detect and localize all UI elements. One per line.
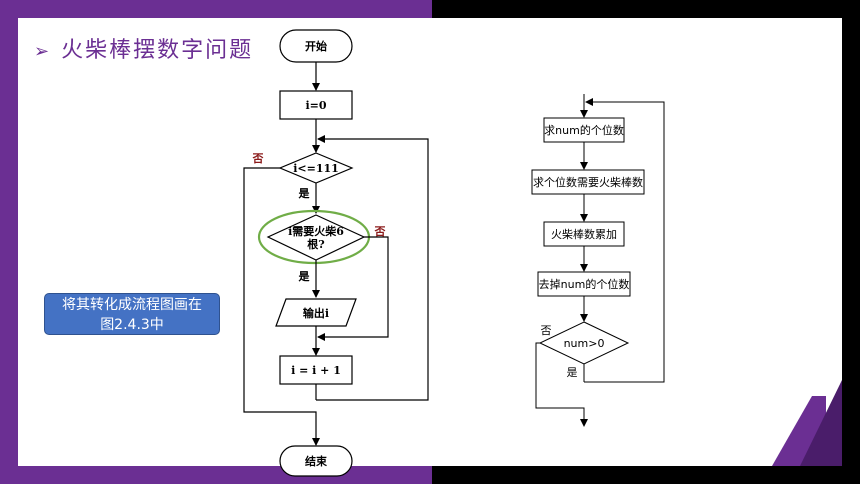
check-text-2: 根? (307, 237, 324, 251)
slide-title: ➢ 火柴棒摆数字问题 (34, 32, 253, 64)
no-label-2: 否 (374, 225, 386, 238)
check-text-1: i需要火柴6 (288, 224, 344, 238)
step2-node (531, 169, 645, 195)
callout-line-1: 将其转化成流程图画在 (62, 297, 202, 313)
end-node (279, 445, 353, 477)
right-no-label: 否 (541, 324, 552, 337)
step3-node (543, 221, 625, 247)
end-text: 结束 (304, 454, 328, 468)
yes-label-1: 是 (298, 187, 311, 200)
step1-text: 求num的个位数 (544, 123, 624, 137)
yes-label-2: 是 (298, 270, 311, 283)
right-yes-label: 是 (567, 366, 578, 379)
step1-node (543, 117, 625, 143)
init-text: i=0 (305, 99, 326, 112)
callout-line-2: 图2.4.3中 (100, 317, 164, 333)
increment-node (279, 355, 353, 385)
step2-text: 求个位数需要火柴棒数 (533, 175, 643, 189)
bullet-arrow-icon: ➢ (34, 41, 52, 62)
callout-box: 将其转化成流程图画在 图2.4.3中 (44, 293, 220, 335)
start-text: 开始 (305, 39, 327, 53)
slide-title-text: 火柴棒摆数字问题 (61, 38, 254, 63)
step4-node (537, 271, 631, 297)
no-label-1: 否 (252, 152, 264, 165)
right-cond-text: num>0 (564, 337, 605, 350)
increment-text: i = i + 1 (291, 364, 341, 377)
content-panel (18, 18, 842, 466)
cond-text: i<=111 (293, 162, 339, 175)
output-text: 输出i (303, 306, 329, 320)
flowchart-right (531, 94, 665, 427)
flowchart-left (243, 29, 429, 477)
corner-decoration (772, 380, 842, 466)
step4-text: 去掉num的个位数 (539, 277, 630, 291)
output-node (275, 298, 357, 327)
step3-text: 火柴棒数累加 (551, 227, 617, 241)
